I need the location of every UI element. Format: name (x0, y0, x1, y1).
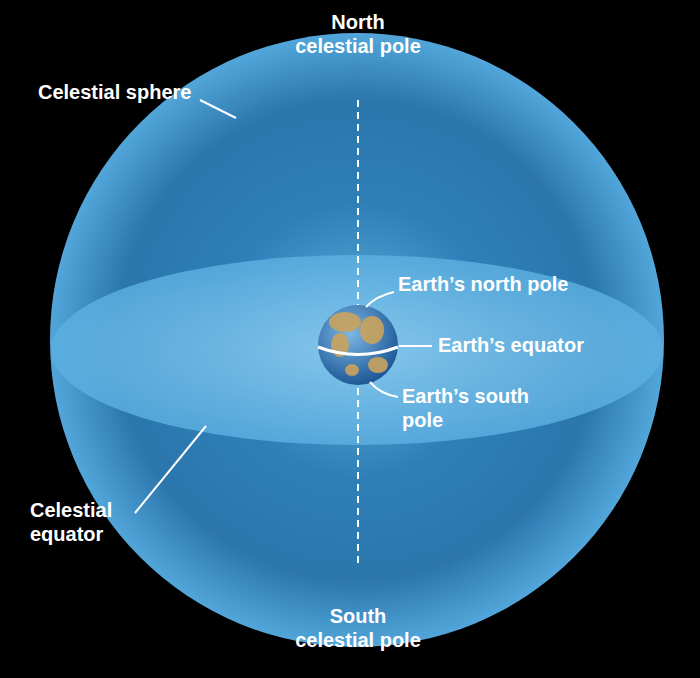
equator-label: Celestial equator (30, 498, 140, 546)
celestial-sphere (50, 33, 664, 647)
sphere-label: Celestial sphere (38, 80, 208, 104)
earth-globe (318, 305, 398, 385)
earth-label: Earth’s south pole (402, 384, 552, 432)
earth-label: Earth’s north pole (398, 272, 598, 296)
leader-lines (135, 100, 432, 513)
pole-label: South celestial pole (292, 604, 424, 652)
earth-label: Earth’s equator (438, 333, 618, 357)
pole-label: North celestial pole (292, 10, 424, 58)
